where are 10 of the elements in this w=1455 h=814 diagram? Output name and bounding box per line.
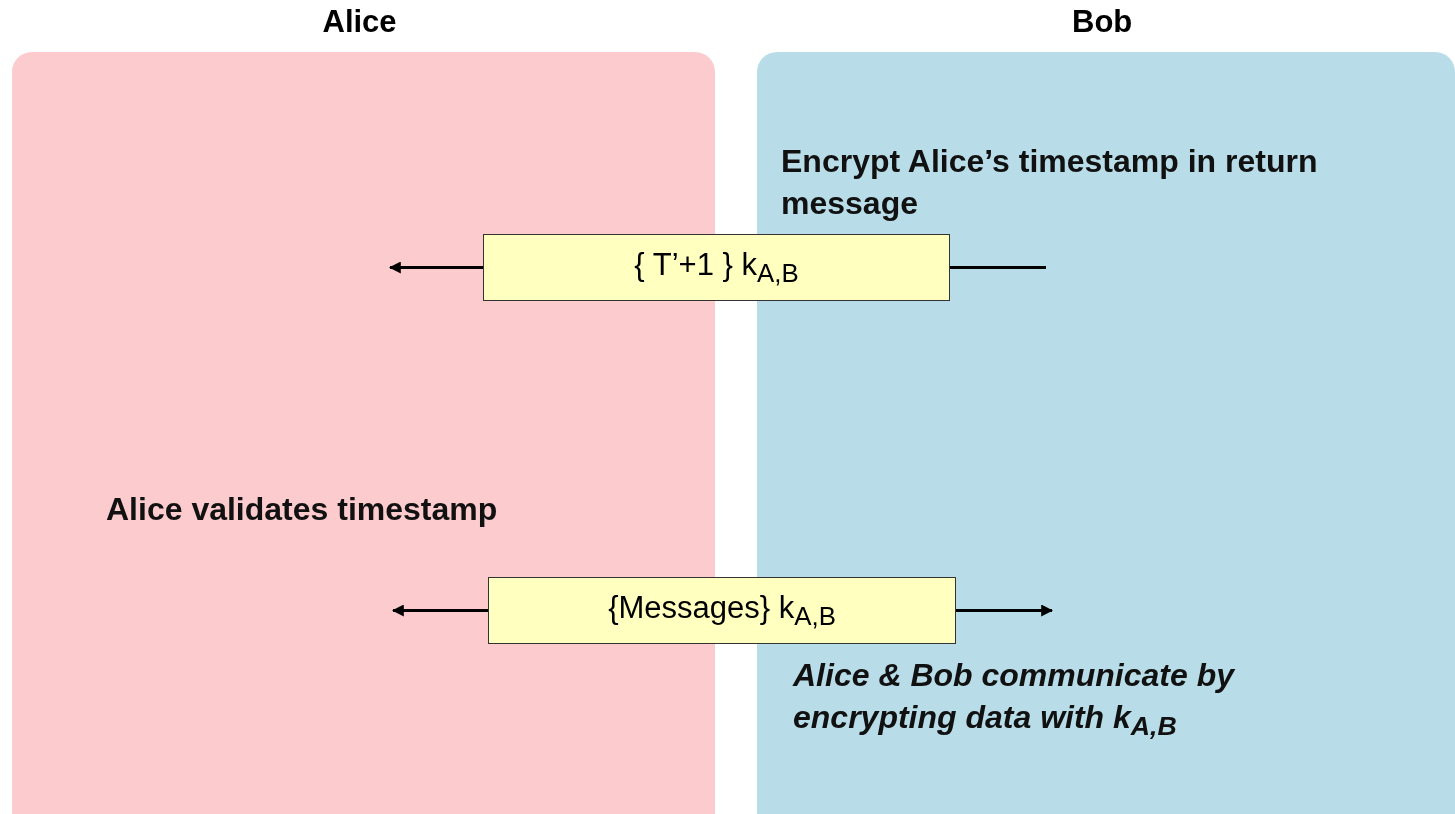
message-box: { T’+1 } k$_{A,B}$: [483, 234, 950, 301]
message-box: {Messages} k$_{A,B}$: [488, 577, 956, 644]
annotation-text: Encrypt Alice’s timestamp in return message: [781, 142, 1319, 223]
lane-heading: Bob: [1072, 4, 1133, 40]
lane-heading: Alice: [322, 4, 397, 40]
arrow: [391, 604, 488, 617]
annotation-text: Alice & Bob communicate by encrypting data with k$_{A,B}$: [793, 656, 1236, 744]
annotation-text: Alice validates timestamp: [106, 490, 499, 529]
arrow: [388, 261, 483, 274]
arrow: [956, 604, 1054, 617]
